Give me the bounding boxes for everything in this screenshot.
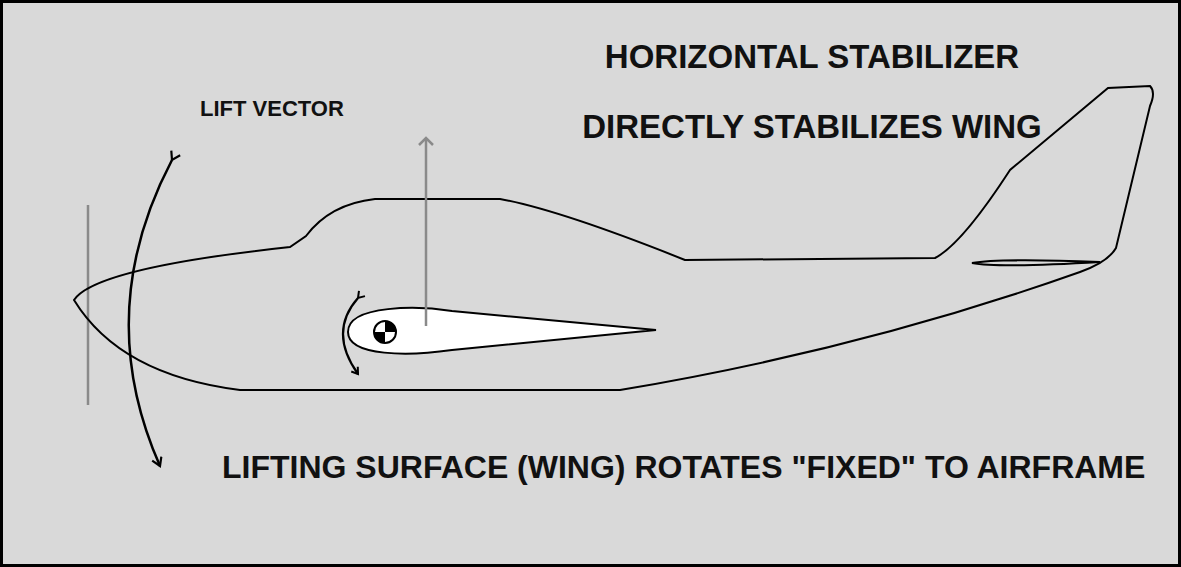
propeller — [87, 205, 90, 405]
stabilizer-note: HORIZONTAL STABILIZER DIRECTLY STABILIZE… — [542, 22, 1082, 162]
wing-rotation-arrow — [343, 298, 358, 374]
horizontal-stabilizer — [972, 260, 1100, 265]
cg-symbol — [374, 321, 396, 343]
airframe-rotation-arrow — [129, 160, 172, 466]
lift-vector-label: LIFT VECTOR — [200, 95, 460, 123]
wing-rotation-note: LIFTING SURFACE (WING) ROTATES "FIXED" T… — [222, 430, 1152, 505]
lift-vector-arrow — [425, 138, 428, 326]
wing-airfoil — [348, 308, 656, 354]
